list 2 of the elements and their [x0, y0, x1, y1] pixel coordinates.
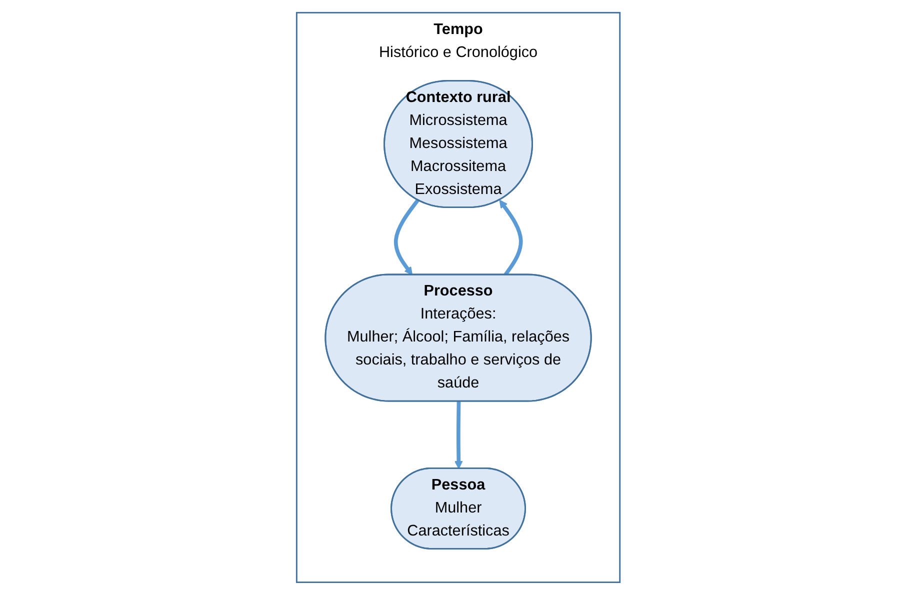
arrow — [394, 198, 420, 275]
arrow — [454, 401, 464, 469]
